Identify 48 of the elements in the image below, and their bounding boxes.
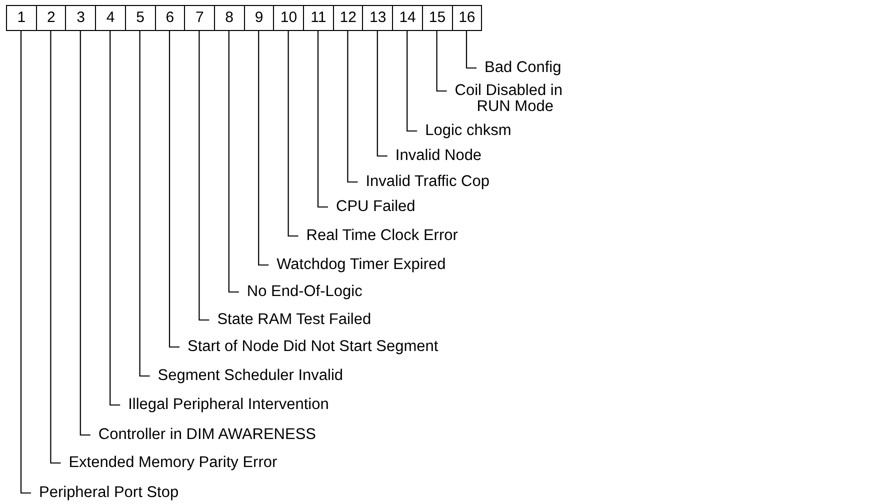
leader-line xyxy=(110,31,120,406)
leader-line xyxy=(376,31,388,157)
bit-number-cell: 15 xyxy=(422,5,453,31)
bit-number-cell: 16 xyxy=(452,5,482,31)
leader-line xyxy=(20,31,31,494)
leader-line xyxy=(317,31,328,208)
bit-description: No End-Of-Logic xyxy=(238,284,362,300)
bit-description: Segment Scheduler Invalid xyxy=(150,368,344,384)
bit-description: Peripheral Port Stop xyxy=(31,485,179,501)
leader-line xyxy=(80,31,90,436)
leader-line xyxy=(198,31,210,321)
bit-number-cell: 2 xyxy=(36,5,67,31)
bit-description: Real Time Clock Error xyxy=(298,228,458,244)
bit-number-cell: 14 xyxy=(392,5,423,31)
bit-description: Invalid Traffic Cop xyxy=(358,174,490,190)
bit-description: Illegal Peripheral Intervention xyxy=(120,397,329,413)
bit-number-cell: 8 xyxy=(214,5,245,31)
bit-number-cell: 1 xyxy=(6,5,37,31)
bit-description: Coil Disabled in RUN Mode xyxy=(446,83,597,115)
bit-description: Bad Config xyxy=(476,60,562,76)
bit-description: Extended Memory Parity Error xyxy=(60,455,278,471)
leader-line xyxy=(466,31,476,69)
bit-number-cell: 7 xyxy=(184,5,216,31)
bit-number-cell: 10 xyxy=(273,5,304,31)
bit-number-cell: 3 xyxy=(65,5,96,31)
bit-description: Logic chksm xyxy=(417,123,512,139)
bit-number-cell: 4 xyxy=(95,5,126,31)
leader-line xyxy=(347,31,358,183)
leader-line xyxy=(50,31,61,464)
leader-line xyxy=(258,31,269,266)
bit-description: Invalid Node xyxy=(387,148,482,164)
bit-description: Start of Node Did Not Start Segment xyxy=(180,339,438,355)
bit-number-cell: 13 xyxy=(362,5,394,31)
leader-line xyxy=(406,31,418,132)
leader-line xyxy=(436,31,447,92)
leader-line xyxy=(168,31,180,348)
bit-number-cell: 5 xyxy=(124,5,156,31)
bit-description: CPU Failed xyxy=(328,199,416,215)
bit-number-cell: 12 xyxy=(332,5,364,31)
leader-line xyxy=(288,31,298,237)
leader-line xyxy=(228,31,239,293)
bit-description: Controller in DIM AWARENESS xyxy=(90,427,316,443)
bit-number-cell: 6 xyxy=(154,5,186,31)
bit-description: State RAM Test Failed xyxy=(209,312,372,328)
bit-number-cell: 11 xyxy=(303,5,334,31)
bit-description: Watchdog Timer Expired xyxy=(268,257,446,273)
bit-number-cell: 9 xyxy=(244,5,274,31)
leader-line xyxy=(139,31,150,377)
